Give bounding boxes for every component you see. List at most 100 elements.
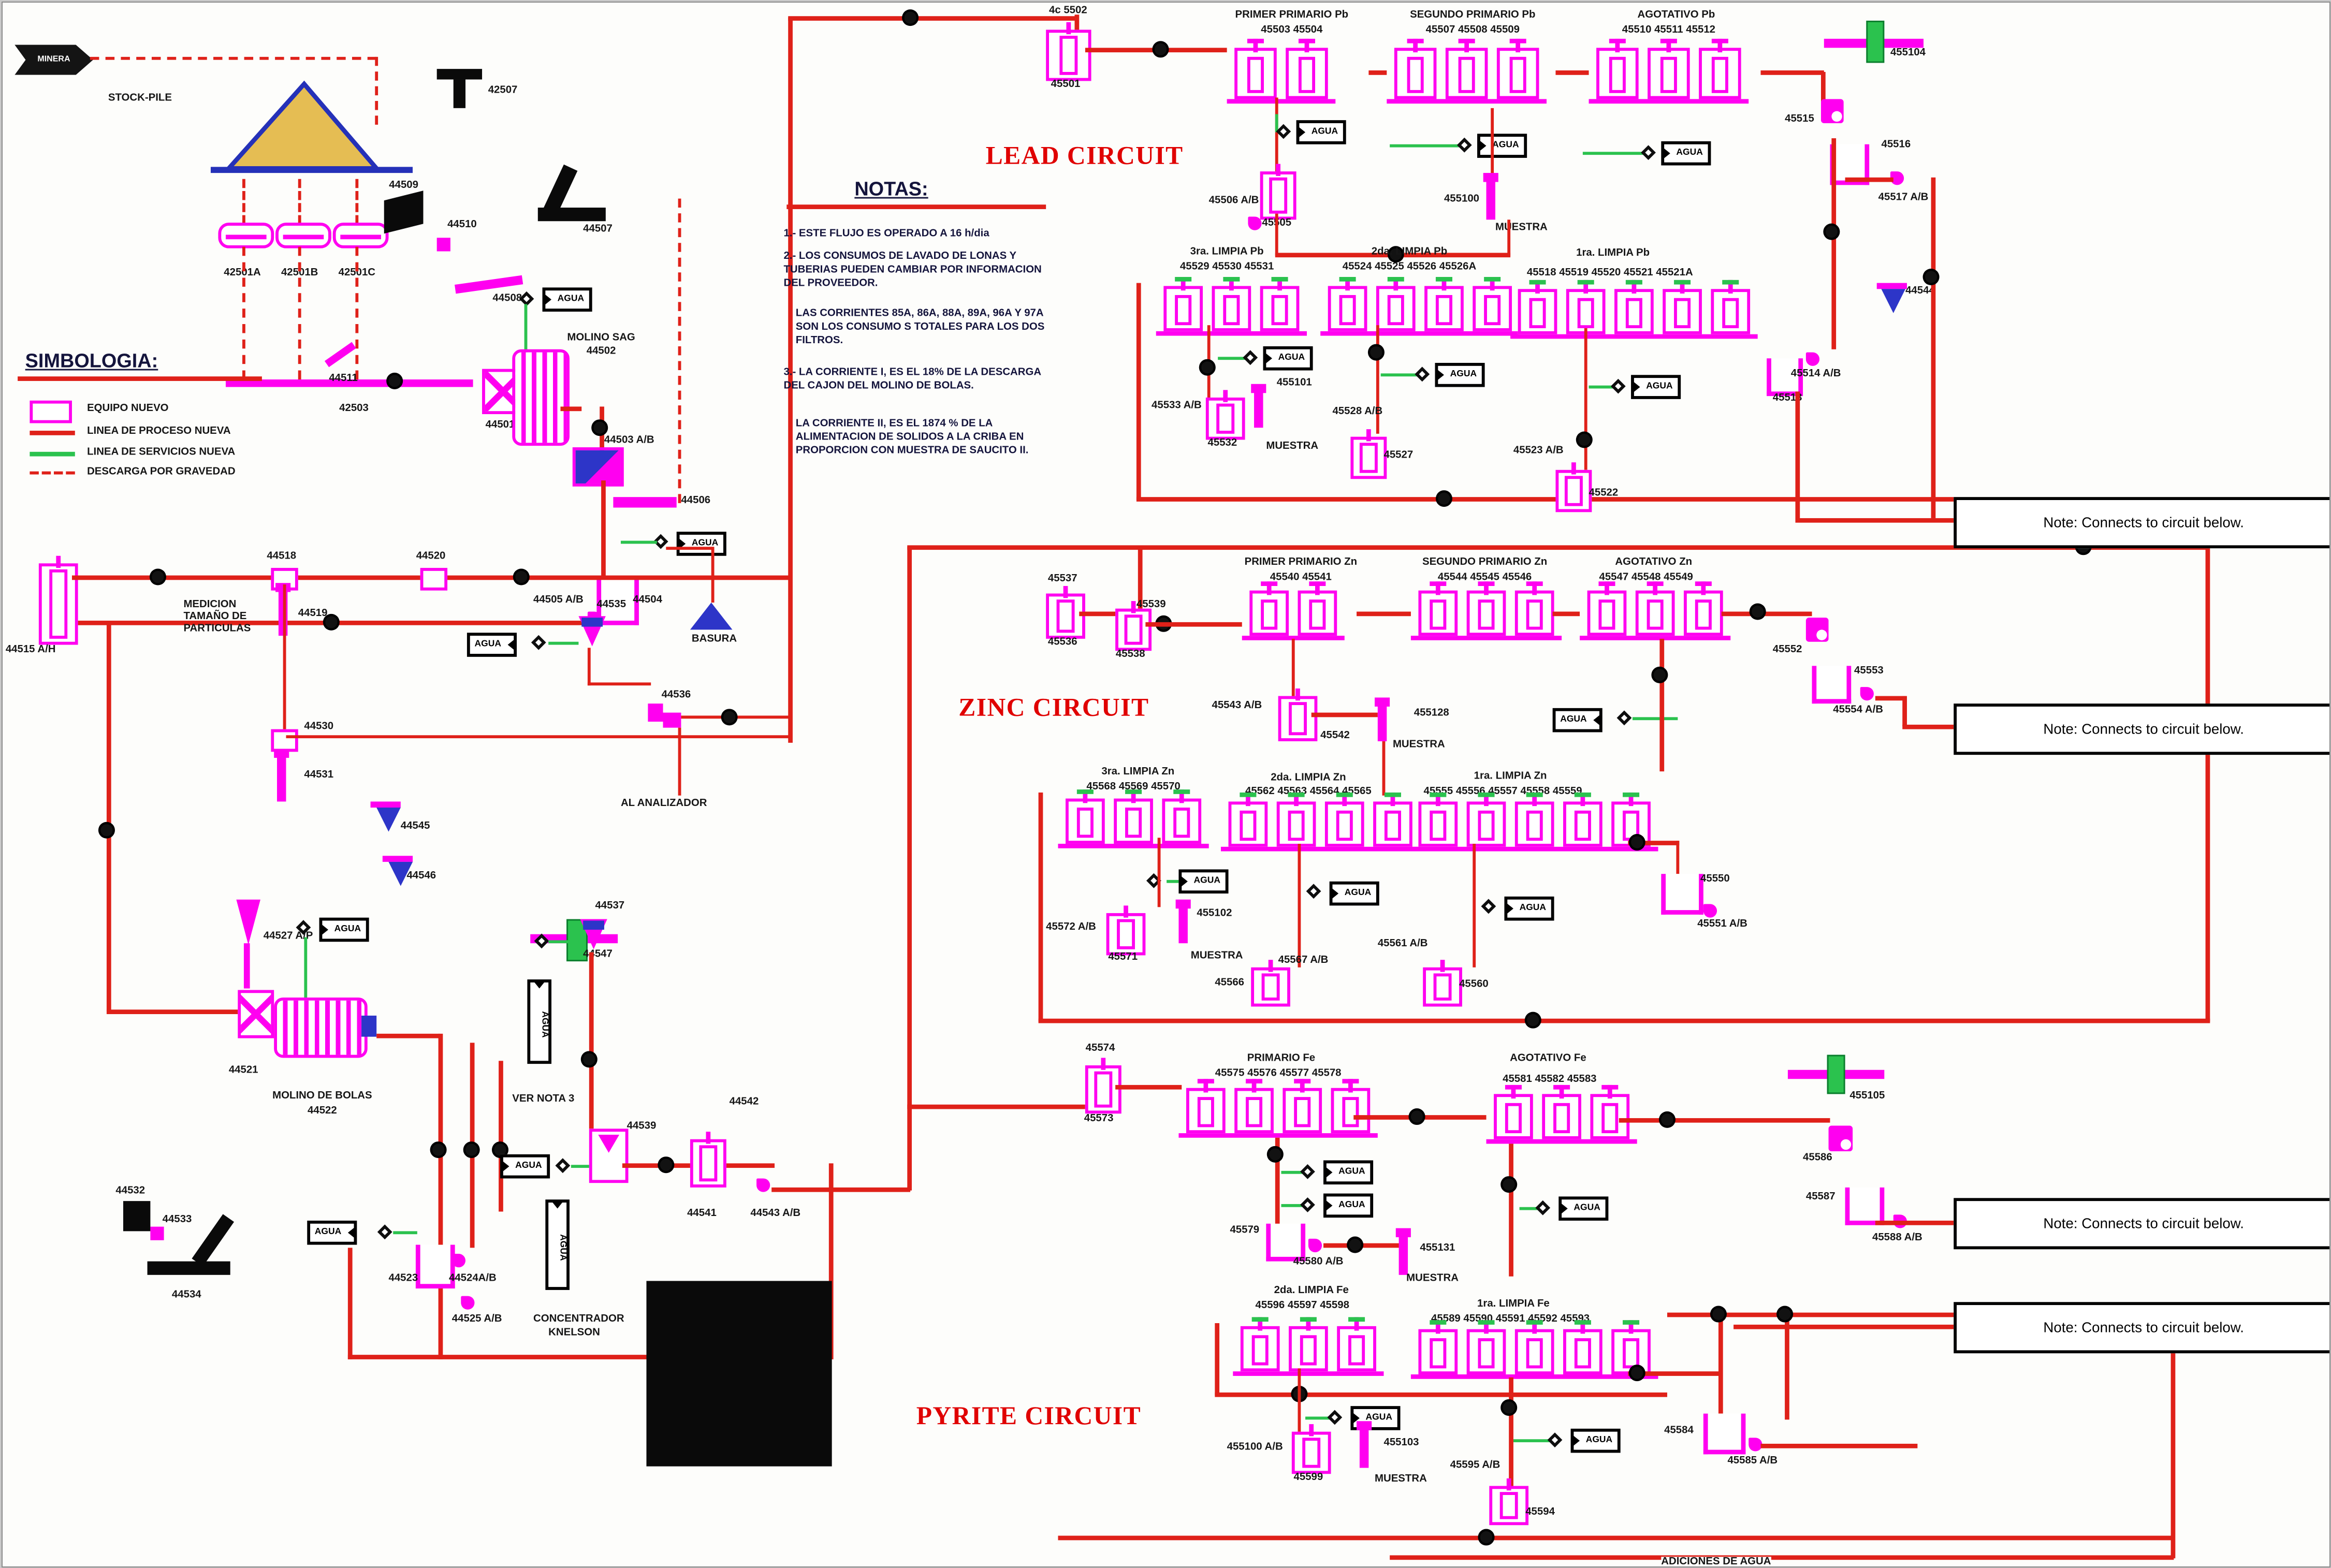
- stream-node: [1653, 669, 1666, 681]
- tag-label: 455128: [1414, 708, 1449, 719]
- process-line: [1157, 838, 1161, 907]
- notes-underline: [786, 204, 1046, 209]
- legend-gravity-swatch: [30, 471, 75, 475]
- stream-node: [388, 375, 401, 387]
- tag-label: 44503 A/B: [604, 435, 654, 446]
- process-line: [1931, 177, 1935, 518]
- gravity-line: [678, 198, 681, 503]
- process-line: [1820, 71, 1825, 102]
- equipment-label: PARTICULAS: [183, 623, 251, 635]
- stream-node: [1661, 1113, 1673, 1126]
- tag-label: 45506 A/B: [1208, 195, 1259, 207]
- bank-title: AGOTATIVO Zn: [1615, 557, 1693, 568]
- agua-flag: AGUA: [1323, 1193, 1373, 1218]
- cone-44544-icon: [1881, 289, 1906, 313]
- sampler-icon: [1377, 705, 1387, 741]
- stream-node: [515, 570, 528, 583]
- tag-label: 45522: [1589, 488, 1619, 499]
- process-line: [286, 735, 790, 739]
- tank-45536-icon: [1046, 593, 1085, 639]
- tag-label: 455104: [1890, 48, 1926, 58]
- flotation-cell-icon: [1466, 1329, 1506, 1375]
- flotation-cell-icon: [1596, 48, 1639, 99]
- stream-node: [1201, 361, 1214, 374]
- agua-flag: AGUA: [1552, 708, 1602, 732]
- bank-cells-label: 45555 45556 45557 45558 45559: [1423, 786, 1582, 797]
- tag-label: 45538: [1115, 649, 1145, 660]
- tank-45501-icon: [1046, 30, 1091, 81]
- process-line: [1760, 70, 1824, 75]
- adiciones-agua-label: ADICIONES DE AGUA: [1661, 1557, 1771, 1566]
- agua-flag: AGUA: [319, 917, 369, 942]
- pump-45554-icon: [1860, 687, 1874, 701]
- filter-455104-icon: [1866, 20, 1885, 63]
- service-line: [304, 937, 308, 998]
- agua-label: AGUA: [1311, 127, 1338, 137]
- equipment-label: MEDICION: [183, 599, 237, 610]
- pump-45515-icon: [1820, 99, 1844, 123]
- valve-icon: [1641, 145, 1656, 160]
- process-line: [1491, 108, 1494, 181]
- agua-label: AGUA: [1450, 370, 1477, 380]
- process-line: [1275, 97, 1278, 173]
- process-line: [1357, 611, 1411, 616]
- bank-cells-label: 45507 45508 45509: [1425, 25, 1520, 36]
- tank-45522-icon: [1555, 470, 1592, 512]
- tank-45566-icon: [1251, 967, 1290, 1007]
- analyzer-feeder-44536-icon: [648, 704, 663, 722]
- sampler-icon: [1178, 907, 1188, 944]
- valve-icon: [1456, 137, 1472, 153]
- bank-cells-label: 45575 45576 45577 45578: [1215, 1068, 1342, 1079]
- feeder-icon: [275, 223, 331, 248]
- flotation-cell-icon: [1663, 289, 1702, 334]
- note-box-text: Note: Connects to circuit below.: [2043, 1319, 2244, 1336]
- tag-label: 455101: [1276, 378, 1312, 389]
- tag-label: 44532: [115, 1185, 145, 1197]
- bank-title: 3ra. LIMPIA Pb: [1190, 246, 1264, 258]
- tag-label: 455103: [1383, 1438, 1419, 1448]
- tag-label: 45595 A/B: [1450, 1460, 1500, 1471]
- note-ref-label: VER NOTA 3: [512, 1094, 575, 1105]
- equipment-label: 44522: [308, 1106, 337, 1117]
- tank-45513-icon: [1767, 358, 1803, 397]
- tag-label: 44542: [729, 1097, 759, 1108]
- process-line: [1555, 70, 1589, 75]
- tag-label: 44536: [661, 690, 691, 701]
- process-line: [1552, 611, 1580, 616]
- process-line: [1038, 1018, 2210, 1023]
- process-line: [1676, 841, 1680, 874]
- muestra-label: MUESTRA: [1495, 223, 1548, 233]
- equipment-label: TAMAÑO DE: [183, 611, 247, 622]
- flotation-cell-icon: [1373, 801, 1412, 847]
- bank-title: 2da. LIMPIA Fe: [1274, 1285, 1349, 1296]
- process-line: [1145, 622, 1242, 626]
- process-line: [1760, 1443, 1918, 1448]
- flotation-cell-icon: [1514, 801, 1554, 847]
- note-text: 2.- LOS CONSUMOS DE LAVADO DE LONAS Y TU…: [783, 251, 1042, 288]
- tank-44504-icon: [596, 578, 639, 625]
- muestra-label: MUESTRA: [1266, 441, 1319, 452]
- valve-icon: [1547, 1432, 1563, 1448]
- valve-icon: [1535, 1200, 1551, 1215]
- sampler-icon: [1486, 180, 1495, 220]
- agua-flag: AGUA: [1570, 1428, 1620, 1453]
- sampler-icon: [1398, 1236, 1408, 1275]
- flotation-bank: [1510, 289, 1758, 339]
- muestra-label: MUESTRA: [1392, 740, 1445, 751]
- agua-flag: AGUA: [1323, 1160, 1373, 1185]
- cone-44545-icon: [376, 808, 401, 832]
- pump-45551-icon: [1703, 904, 1717, 918]
- tag-label: 44534: [171, 1289, 201, 1301]
- process-line: [907, 1104, 1085, 1109]
- flotation-cell-icon: [1445, 48, 1488, 99]
- minera-label: MINERA: [37, 55, 70, 65]
- tag-label: 44506: [681, 495, 711, 506]
- process-line: [1136, 283, 1141, 500]
- flotation-cell-icon: [1328, 286, 1367, 331]
- flotation-cell-icon: [1234, 1088, 1274, 1134]
- flotation-bank: [1220, 801, 1420, 852]
- mill-trunnion-icon: [361, 1015, 377, 1037]
- gravity-line: [242, 246, 245, 380]
- process-line: [347, 1248, 352, 1359]
- service-line: [1513, 1439, 1553, 1443]
